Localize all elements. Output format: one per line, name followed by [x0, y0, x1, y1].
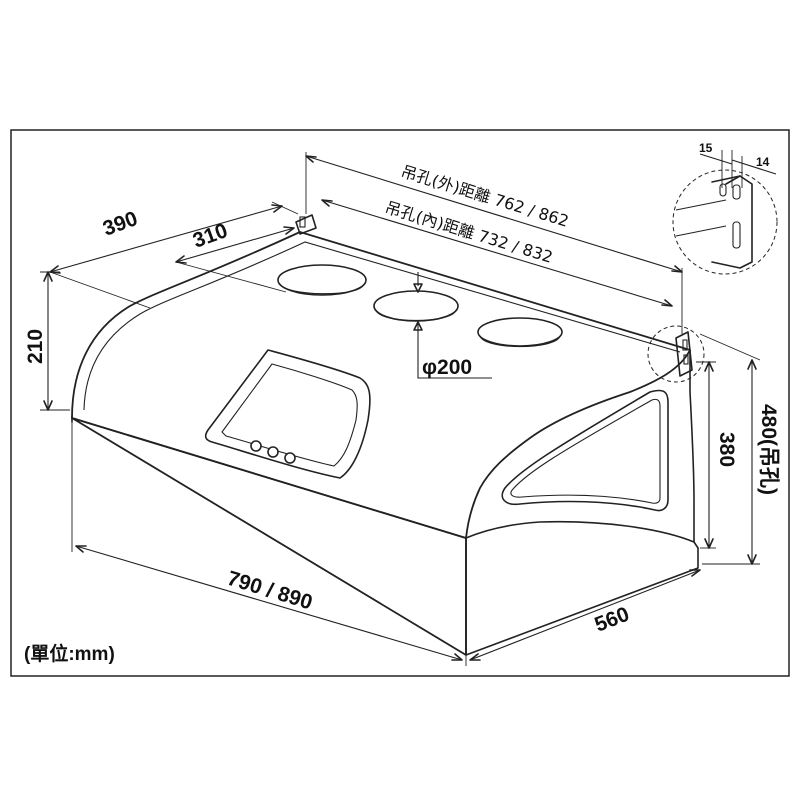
depth-560-dim: 560: [469, 569, 701, 661]
height-380-dim: 380: [696, 361, 738, 549]
duct-diameter-dim: φ200: [413, 272, 492, 379]
unit-label: (單位:mm): [24, 642, 115, 665]
bracket-right-dim: 14: [756, 155, 770, 169]
width-label: 790 / 890: [225, 567, 315, 615]
hanging-brackets: [295, 214, 705, 383]
depth-560-label: 560: [592, 603, 633, 637]
depth-390-label: 390: [100, 207, 141, 241]
control-knob-2: [267, 446, 279, 458]
height-480-dim: 480(吊孔): [699, 333, 780, 565]
height-210-label: 210: [24, 329, 47, 364]
height-380-label: 380: [715, 432, 738, 467]
duct-diameter-label: φ200: [422, 356, 472, 379]
height-480-label: 480(吊孔): [757, 404, 780, 495]
drawing-frame: [10, 129, 790, 677]
control-knob-1: [250, 440, 262, 452]
height-210-dim: 210: [24, 271, 70, 411]
bracket-detail-inset: 15 14: [672, 141, 778, 275]
control-knob-3: [284, 452, 296, 464]
range-hood-body: [71, 231, 699, 656]
bracket-left-dim: 15: [699, 141, 713, 155]
duct-holes: [277, 264, 563, 348]
